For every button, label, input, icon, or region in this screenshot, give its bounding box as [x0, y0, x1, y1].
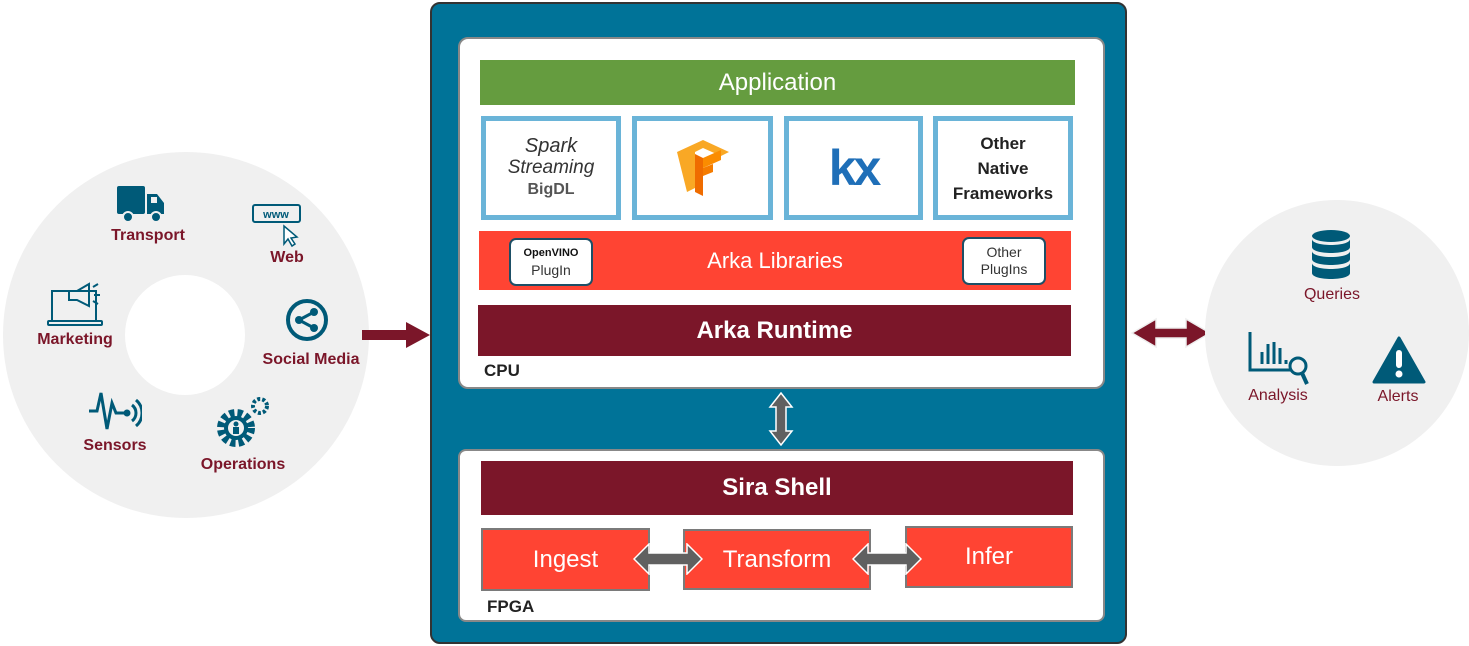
framework-spark-bigdl: Spark Streaming BigDL	[481, 116, 621, 220]
share-icon	[286, 299, 328, 341]
streaming-logo: Streaming	[507, 157, 595, 178]
laptop-megaphone-icon	[47, 282, 103, 326]
output-label: Alerts	[1377, 388, 1419, 405]
spark-logo: Spark	[524, 135, 578, 157]
source-label: Marketing	[37, 331, 113, 348]
source-label: Operations	[200, 456, 286, 473]
fpga-label: FPGA	[487, 597, 535, 616]
sources-circle-hole	[125, 275, 245, 395]
warning-icon	[1372, 336, 1426, 384]
openvino-logo: OpenVINO	[523, 247, 579, 259]
other-plugins: Other PlugIns	[962, 237, 1046, 285]
stage-infer: Infer	[905, 526, 1073, 588]
ingest-transform-arrow	[633, 543, 703, 575]
other-plugins-line: Other	[986, 244, 1022, 260]
chart-search-icon	[1248, 332, 1309, 385]
cpu-fpga-arrow	[768, 392, 794, 446]
source-label: Sensors	[83, 437, 147, 454]
cpu-label: CPU	[484, 361, 520, 380]
openvino-plugin-label: PlugIn	[531, 262, 571, 278]
www-cursor-icon: www	[252, 204, 301, 248]
output-label: Analysis	[1248, 387, 1308, 404]
other-frameworks-line: Other	[980, 133, 1026, 153]
kx-logo: kx	[828, 140, 882, 196]
framework-tensorflow	[632, 116, 773, 220]
transform-infer-arrow	[852, 543, 922, 575]
database-icon	[1312, 230, 1350, 279]
application-bar: Application	[480, 60, 1075, 105]
output-label: Queries	[1303, 286, 1361, 303]
stage-ingest: Ingest	[481, 528, 650, 591]
bigdl-logo: BigDL	[527, 181, 575, 198]
input-arrow	[362, 322, 430, 348]
svg-text:www: www	[262, 209, 289, 221]
stage-transform: Transform	[683, 529, 871, 590]
framework-kx: kx	[784, 116, 923, 220]
openvino-plugin: OpenVINO PlugIn	[509, 238, 593, 286]
output-arrow	[1130, 317, 1212, 349]
truck-icon	[117, 186, 164, 223]
source-label: Social Media	[262, 351, 360, 368]
other-frameworks-line: Frameworks	[952, 183, 1054, 203]
other-plugins-line: PlugIns	[980, 261, 1028, 277]
tensorflow-logo	[676, 140, 729, 196]
arka-libraries-label: Arka Libraries	[707, 247, 843, 273]
source-label: Web	[270, 249, 304, 266]
signal-wave-icon	[89, 392, 142, 430]
framework-other: Other Native Frameworks	[933, 116, 1073, 220]
arka-runtime-bar: Arka Runtime	[478, 305, 1071, 356]
gears-user-icon	[217, 397, 269, 447]
sira-shell-bar: Sira Shell	[481, 461, 1073, 515]
other-frameworks-line: Native	[977, 158, 1029, 178]
source-label: Transport	[111, 227, 185, 244]
